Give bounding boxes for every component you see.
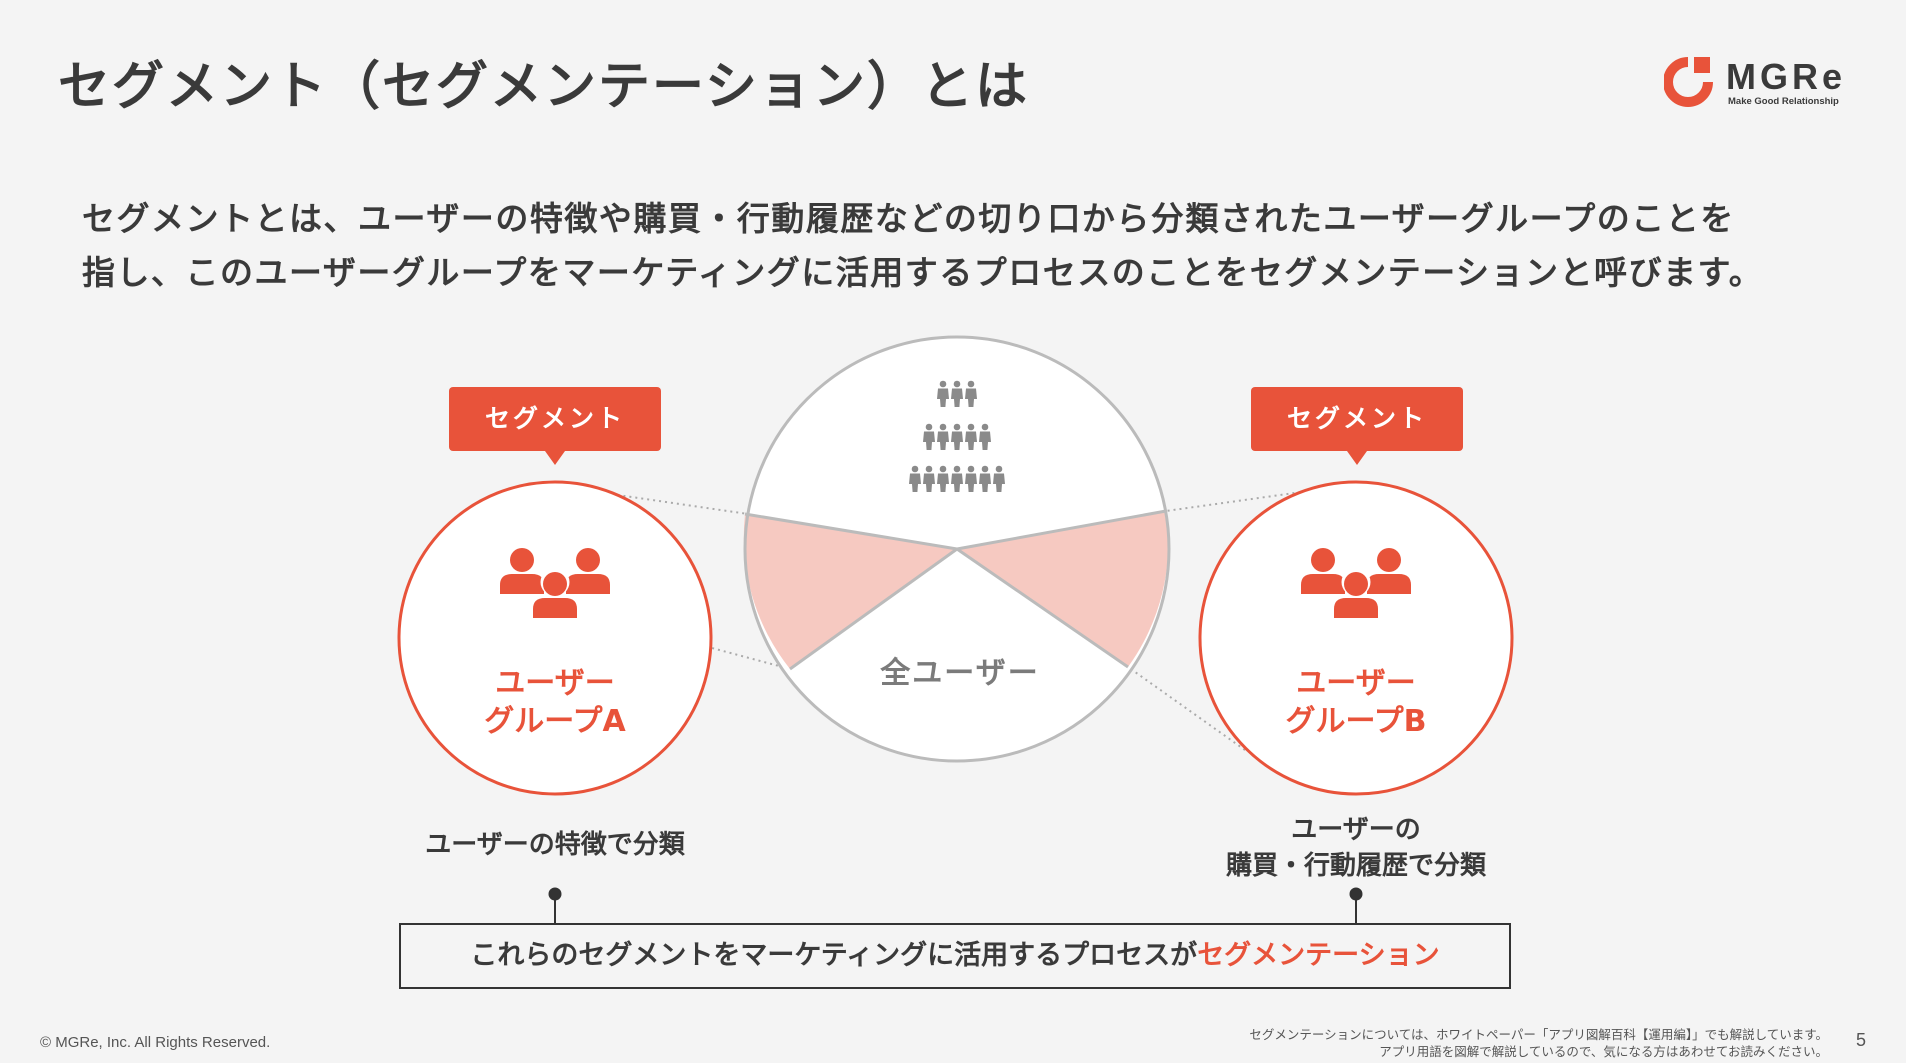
- group-a-label-line-2: グループA: [484, 704, 626, 739]
- segment-callout-b: セグメント: [1251, 387, 1463, 465]
- group-b-description: ユーザーの 購買・行動履歴で分類: [1196, 812, 1516, 884]
- all-users-circle: [743, 335, 1171, 763]
- footer-note-line-1: セグメンテーションについては、ホワイトペーパー「アプリ図解百科【運用編】」でも解…: [1249, 1027, 1828, 1042]
- segment-wedge-b: [957, 511, 1169, 667]
- connector-lines: [569, 487, 1331, 751]
- mgre-logo-icon: [1663, 57, 1713, 107]
- segment-wedge-a: [743, 514, 957, 669]
- intro-line-1: セグメントとは、ユーザーの特徴や購買・行動履歴などの切り口から分類されたユーザー…: [82, 199, 1735, 238]
- group-a-label: ユーザー グループA: [405, 665, 705, 741]
- logo-tagline: Make Good Relationship: [1728, 96, 1839, 107]
- pin-marker-b: [1349, 887, 1363, 923]
- copyright: © MGRe, Inc. All Rights Reserved.: [40, 1034, 271, 1051]
- footer-note: セグメンテーションについては、ホワイトペーパー「アプリ図解百科【運用編】」でも解…: [1249, 1026, 1828, 1060]
- page-title: セグメント（セグメンテーション）とは: [58, 57, 1029, 117]
- segment-callout-a: セグメント: [449, 387, 661, 465]
- group-b-label: ユーザー グループB: [1206, 665, 1506, 741]
- group-b-label-line-2: グループB: [1285, 704, 1427, 739]
- summary-highlight: セグメンテーション: [1197, 940, 1440, 971]
- intro-paragraph: セグメントとは、ユーザーの特徴や購買・行動履歴などの切り口から分類されたユーザー…: [82, 192, 1862, 300]
- all-users-label: 全ユーザー: [880, 656, 1040, 691]
- footer-note-line-2: アプリ用語を図解で解説しているので、気になる方はあわせてお読みください。: [1379, 1044, 1828, 1059]
- group-b-label-line-1: ユーザー: [1296, 666, 1416, 701]
- pin-marker-a: [548, 887, 562, 923]
- summary-text: これらのセグメントをマーケティングに活用するプロセスが: [470, 940, 1198, 971]
- group-a-circle: [397, 480, 713, 796]
- group-b-description-line-1: ユーザーの: [1291, 815, 1421, 845]
- group-a-label-line-1: ユーザー: [495, 666, 615, 701]
- group-b-circle: [1198, 480, 1514, 796]
- page-number: 5: [1856, 1030, 1867, 1050]
- intro-line-2: 指し、このユーザーグループをマーケティングに活用するプロセスのことをセグメンテー…: [82, 253, 1764, 292]
- group-b-description-line-2: 購買・行動履歴で分類: [1225, 851, 1486, 881]
- group-a-description: ユーザーの特徴で分類: [425, 830, 685, 860]
- logo-wordmark: MGRe: [1726, 56, 1847, 97]
- brand-logo: MGRe Make Good Relationship: [1663, 54, 1860, 110]
- summary-box: これらのセグメントをマーケティングに活用するプロセスがセグメンテーション: [399, 923, 1511, 989]
